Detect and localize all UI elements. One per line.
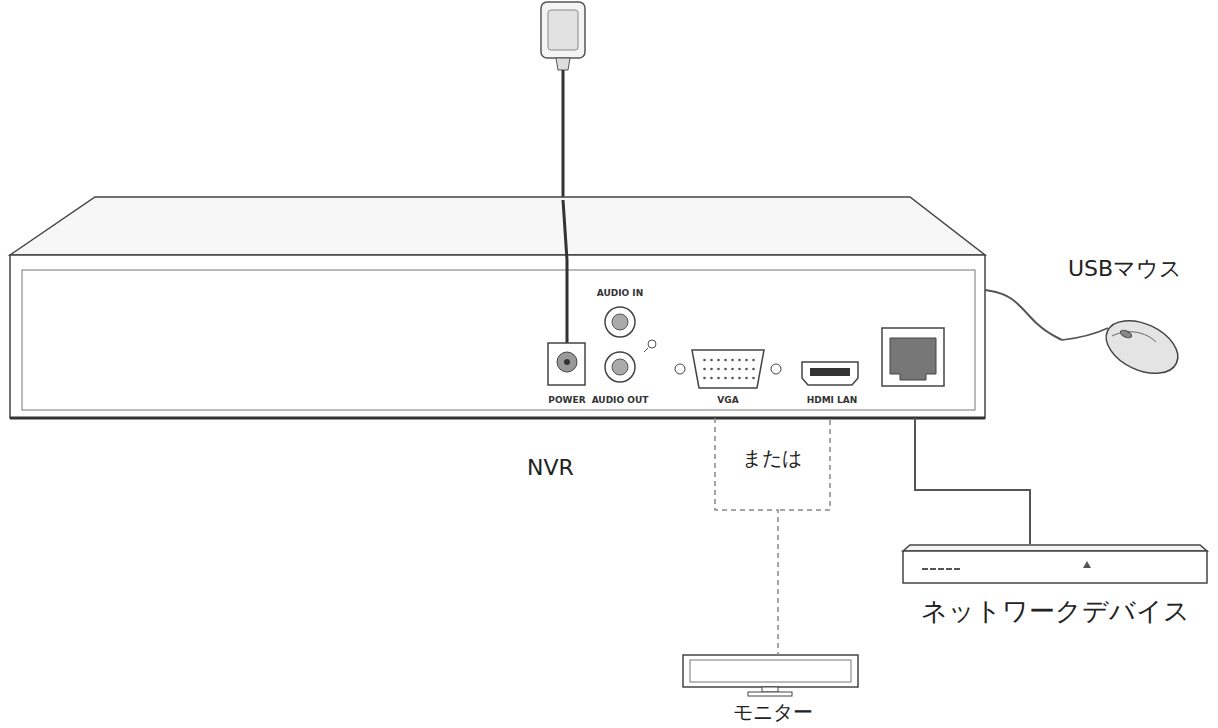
usb-mouse [1062, 310, 1186, 384]
mouse-box: USBマウス [1062, 252, 1212, 380]
port-label: VGA [717, 395, 738, 406]
port-label: POWER [548, 395, 585, 406]
nvr-body [10, 197, 985, 418]
network-box: ネットワークデバイス [898, 544, 1212, 636]
edge-label: または [739, 446, 805, 470]
cable [915, 418, 1030, 544]
device-label: USBマウス [1068, 256, 1182, 282]
device-label: モニター [733, 700, 813, 724]
nvr-front: AUDIO IN POWER AUDIO OUT VGA HDMI LAN [10, 255, 985, 418]
network-device [903, 545, 1207, 583]
port-label: AUDIO OUT [592, 395, 649, 406]
port-label: AUDIO IN [597, 288, 643, 299]
device-label: NVR [527, 455, 574, 481]
monitor-box: モニター [678, 655, 868, 726]
monitor [683, 655, 858, 696]
device-label: ネットワークデバイス [921, 596, 1190, 627]
cable [985, 290, 1062, 340]
ports [548, 307, 944, 388]
port-label: HDMI LAN [807, 395, 858, 406]
